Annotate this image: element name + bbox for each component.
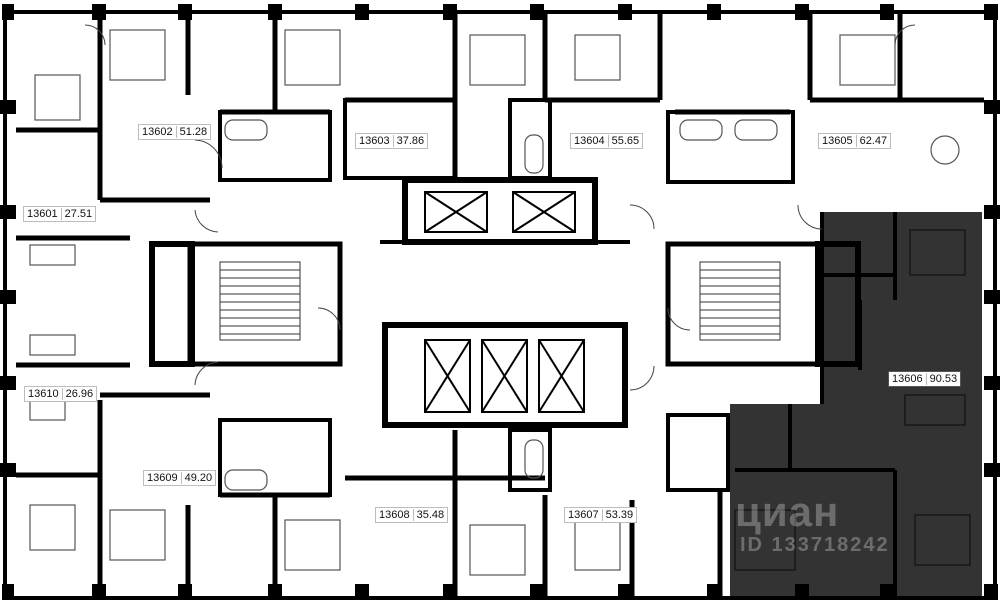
apartment-area: 55.65 — [611, 135, 640, 147]
exterior-columns — [0, 4, 1000, 600]
apartment-label-13605[interactable]: 13605 62.47 — [818, 133, 892, 149]
stair-left — [219, 261, 301, 341]
apartment-label-13606[interactable]: 13606 90.53 — [888, 371, 962, 387]
apartment-area: 90.53 — [929, 373, 958, 385]
apartment-area: 26.96 — [65, 388, 94, 400]
apartment-number: 13609 — [147, 472, 178, 484]
stair-right — [699, 261, 781, 341]
apartment-label-13607[interactable]: 13607 53.39 — [564, 507, 638, 523]
apartment-area: 37.86 — [396, 135, 425, 147]
door-swings — [84, 24, 916, 391]
apartment-label-13610[interactable]: 13610 26.96 — [24, 386, 98, 402]
apartment-label-13601[interactable]: 13601 27.51 — [23, 206, 97, 222]
apartment-number: 13607 — [568, 509, 599, 521]
apartment-label-13603[interactable]: 13603 37.86 — [355, 133, 429, 149]
apartment-number: 13610 — [28, 388, 59, 400]
apartment-label-13609[interactable]: 13609 49.20 — [143, 470, 217, 486]
apartment-number: 13601 — [27, 208, 58, 220]
apartment-label-13608[interactable]: 13608 35.48 — [375, 507, 449, 523]
partition-walls — [16, 12, 984, 598]
apartment-area: 27.51 — [64, 208, 93, 220]
apartment-area: 51.28 — [179, 126, 208, 138]
apartment-area: 62.47 — [859, 135, 888, 147]
apartment-number: 13602 — [142, 126, 173, 138]
apartment-number: 13608 — [379, 509, 410, 521]
apartment-label-13604[interactable]: 13604 55.65 — [570, 133, 644, 149]
apartment-label-13602[interactable]: 13602 51.28 — [138, 124, 212, 140]
central-core — [149, 177, 861, 428]
apartment-number: 13603 — [359, 135, 390, 147]
apartment-number: 13606 — [892, 373, 923, 385]
apartment-area: 35.48 — [416, 509, 445, 521]
apartment-area: 49.20 — [184, 472, 213, 484]
apartment-area: 53.39 — [605, 509, 634, 521]
apartment-number: 13605 — [822, 135, 853, 147]
highlighted-unit-13606[interactable] — [730, 212, 982, 598]
apartment-number: 13604 — [574, 135, 605, 147]
elevator-shafts — [424, 191, 585, 413]
